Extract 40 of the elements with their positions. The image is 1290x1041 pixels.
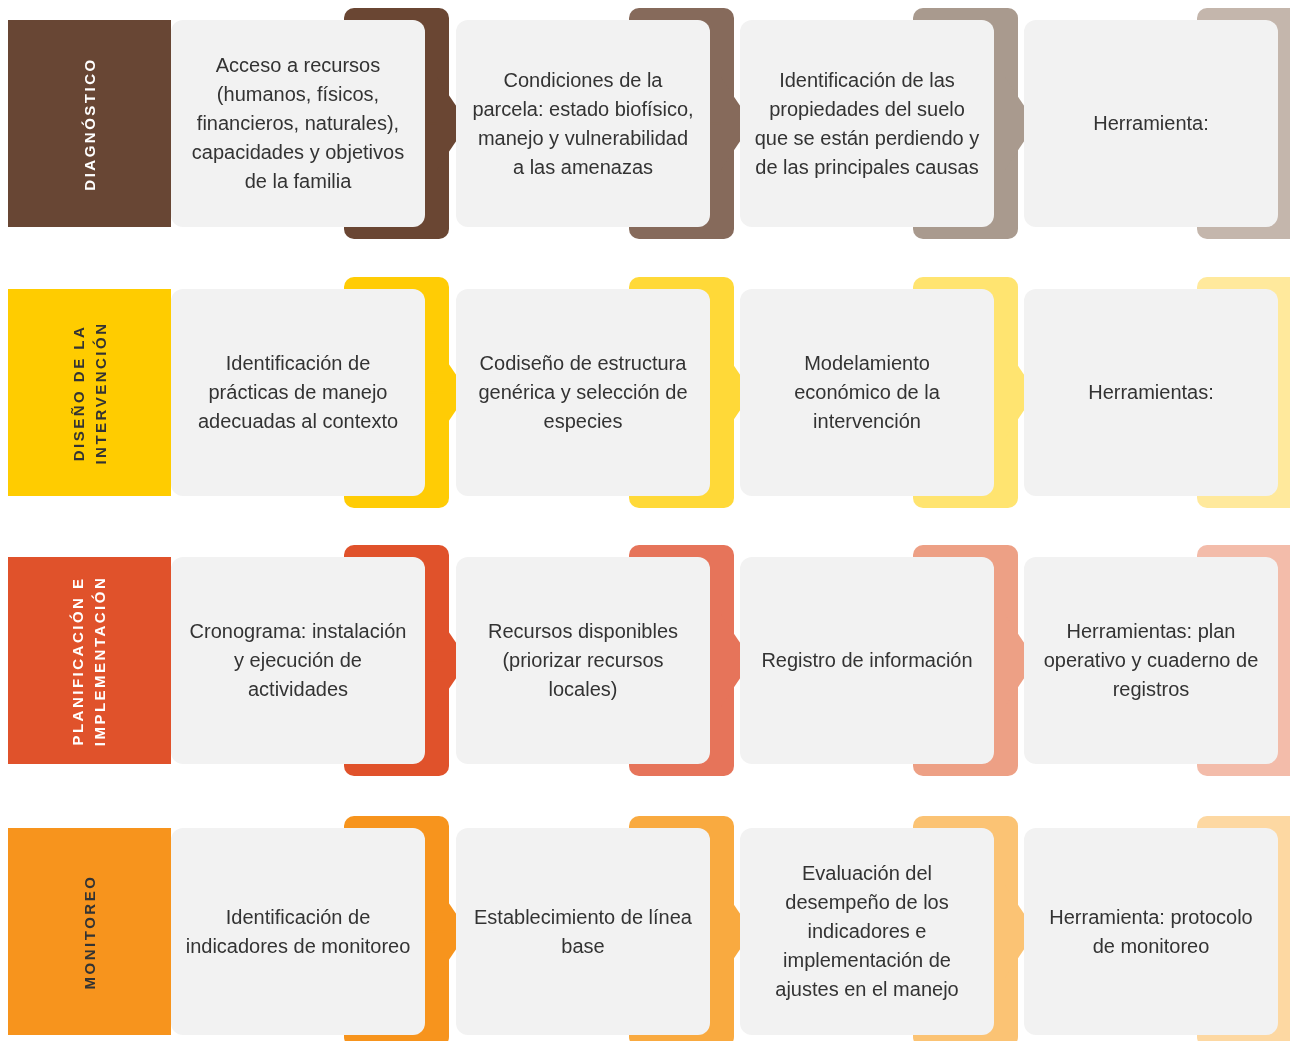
phase-label: MONITOREO: [79, 873, 99, 991]
step-text: Herramientas: plan operativo y cuaderno de registros: [1042, 619, 1260, 702]
step-card: [740, 289, 994, 496]
step-text: Identificación de indicadores de monitoreo: [185, 904, 411, 959]
step-text: Registro de información: [761, 648, 973, 673]
step-card: [1024, 289, 1278, 496]
phase-band: [8, 557, 171, 764]
step-card: [740, 557, 994, 764]
step-card: [171, 557, 425, 764]
step-text: Establecimiento de línea base: [473, 904, 693, 959]
step-card: [1024, 828, 1278, 1035]
step-text: Condiciones de la parcela: estado biofísico, manejo y vulnerabilidad a las amenazas: [471, 67, 695, 180]
step-card: [1024, 557, 1278, 764]
step-card: [456, 289, 710, 496]
step-text: Herramienta:: [1093, 111, 1209, 136]
phase-label: DISEÑO DE LA INTERVENCIÓN: [68, 319, 110, 467]
step-text: Herramienta: protocolo de monitoreo: [1048, 904, 1254, 959]
step-text: Herramientas:: [1088, 380, 1214, 405]
step-text: Codiseño de estructura genérica y selección de especies: [477, 351, 689, 434]
phase-label: DIAGNÓSTICO: [79, 55, 99, 193]
step-text: Recursos disponibles (priorizar recursos locales): [486, 619, 680, 702]
step-card: [1024, 20, 1278, 227]
step-card: [740, 828, 994, 1035]
step-card: [456, 557, 710, 764]
step-card: [740, 20, 994, 227]
step-card: [456, 828, 710, 1035]
step-text: Identificación de prácticas de manejo adecuadas al contexto: [196, 351, 400, 434]
phase-band: [8, 289, 171, 496]
step-card: [171, 20, 425, 227]
phase-band: [8, 828, 171, 1035]
step-text: Cronograma: instalación y ejecución de actividades: [188, 619, 408, 702]
phase-label: PLANIFICACIÓN E IMPLEMENTACIÓN: [68, 575, 110, 746]
step-card: [171, 828, 425, 1035]
step-text: Evaluación del desempeño de los indicadores e implementación de ajustes en el manejo: [774, 861, 960, 1002]
step-text: Modelamiento económico de la intervención: [793, 351, 941, 434]
phase-band: [8, 20, 171, 227]
step-card: [456, 20, 710, 227]
step-card: [171, 289, 425, 496]
step-text: Acceso a recursos (humanos, físicos, financieros, naturales), capacidades y objetivos de la familia: [190, 53, 406, 194]
step-text: Identificación de las propiedades del suelo que se están perdiendo y de las principales causas: [754, 67, 980, 180]
